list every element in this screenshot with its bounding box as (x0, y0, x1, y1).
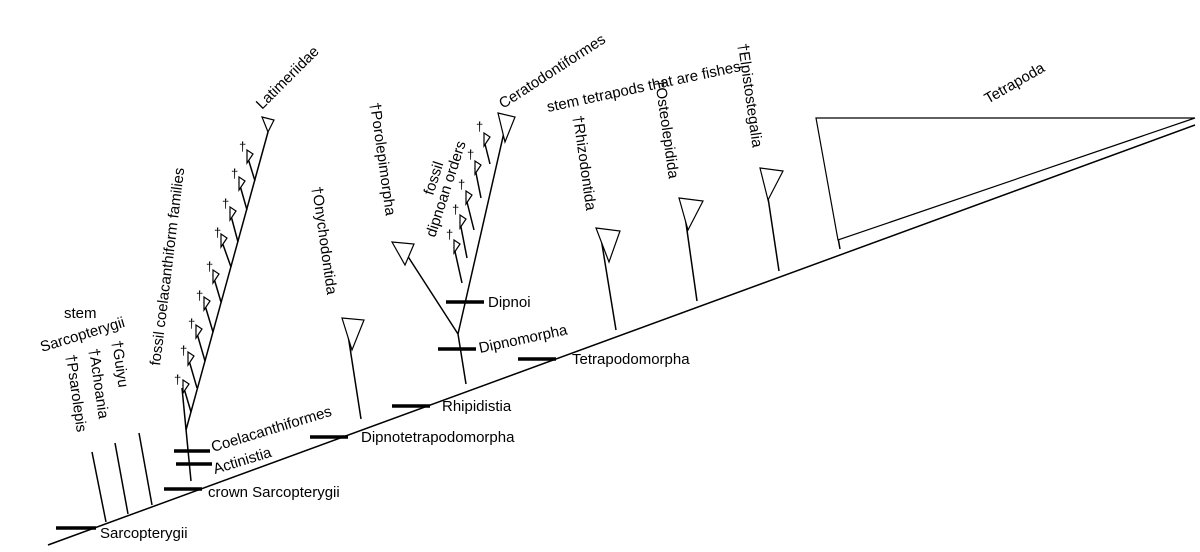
rhizodontida-triangle (595, 227, 621, 264)
porolepimorpha-triangle (390, 241, 415, 267)
tetrapoda-triangle (815, 117, 1196, 241)
branch-rhipidistia-stem (457, 333, 467, 385)
svg-text:†: † (174, 372, 181, 387)
branch-latimeriidae (185, 131, 269, 431)
svg-text:†: † (239, 139, 246, 154)
svg-text:†: † (231, 166, 238, 181)
elpistostegalia-triangle (759, 167, 784, 202)
ceratodontiformes-triangle (497, 112, 516, 144)
svg-text:†: † (180, 343, 187, 358)
svg-text:†: † (214, 225, 221, 240)
svg-text:†: † (446, 227, 453, 242)
svg-text:†: † (222, 196, 229, 211)
osteolepidida-triangle (678, 197, 704, 232)
label-achoania: †Achoania (85, 347, 112, 420)
onychodontida-triangle (341, 317, 365, 352)
label-sarcopterygii: Sarcopterygii (100, 525, 188, 542)
branch-guiyu (138, 432, 153, 506)
branch-psarolepis (91, 451, 107, 523)
label-stem-sarcopterygii-1: stem (64, 305, 97, 322)
svg-text:†: † (196, 288, 203, 303)
dipnoan-twig-1 (453, 246, 463, 284)
label-rhizodontida: †Rhizodontida (569, 114, 599, 212)
svg-text:†: † (476, 119, 483, 134)
label-psarolepis: †Psarolepis (62, 353, 90, 433)
svg-text:†: † (458, 177, 465, 192)
branch-rhizodontida (599, 231, 617, 331)
label-dipnotetrapodomorpha: Dipnotetrapodomorpha (361, 429, 515, 446)
branch-achoania (114, 442, 129, 515)
label-latimeriidae: Latimeriidae (253, 43, 323, 113)
branch-ceratodontiformes (457, 127, 506, 335)
label-elpistostegalia: †Elpistostegalia (734, 42, 766, 149)
svg-text:†: † (467, 147, 474, 162)
label-fossil-coelacanthiform-families: fossil coelacanthiform families (147, 167, 188, 367)
label-guiyu: †Guiyu (108, 339, 131, 388)
dipnoan-twig-2 (459, 221, 468, 259)
dipnoan-daggers: † † † † † (446, 119, 483, 242)
label-dipnoi: Dipnoi (488, 294, 531, 311)
latimeriidae-triangle (261, 116, 275, 134)
svg-text:†: † (188, 316, 195, 331)
dipnoan-small-triangles (453, 131, 491, 255)
coelacanth-small-triangles (182, 148, 254, 395)
label-dipnomorpha: Dipnomorpha (477, 321, 569, 356)
coelacanth-daggers: † † † † † † † † † (174, 139, 246, 387)
label-rhipidistia: Rhipidistia (442, 398, 512, 415)
label-osteolepidida: †Osteolepidida (651, 78, 682, 180)
label-onychodontida: †Onychodontida (308, 185, 340, 296)
label-porolepimorpha: †Porolepimorpha (366, 101, 399, 217)
svg-text:†: † (452, 202, 459, 217)
label-crown-sarcopterygii: crown Sarcopterygii (208, 484, 340, 501)
svg-text:†: † (206, 259, 213, 274)
label-tetrapoda: Tetrapoda (982, 59, 1049, 107)
branch-actinistia-stem (181, 387, 192, 482)
label-tetrapodomorpha: Tetrapodomorpha (572, 351, 690, 368)
dipnoan-twig-3 (465, 197, 475, 231)
branch-porolepimorpha (406, 254, 459, 335)
main-spine (47, 124, 1196, 546)
